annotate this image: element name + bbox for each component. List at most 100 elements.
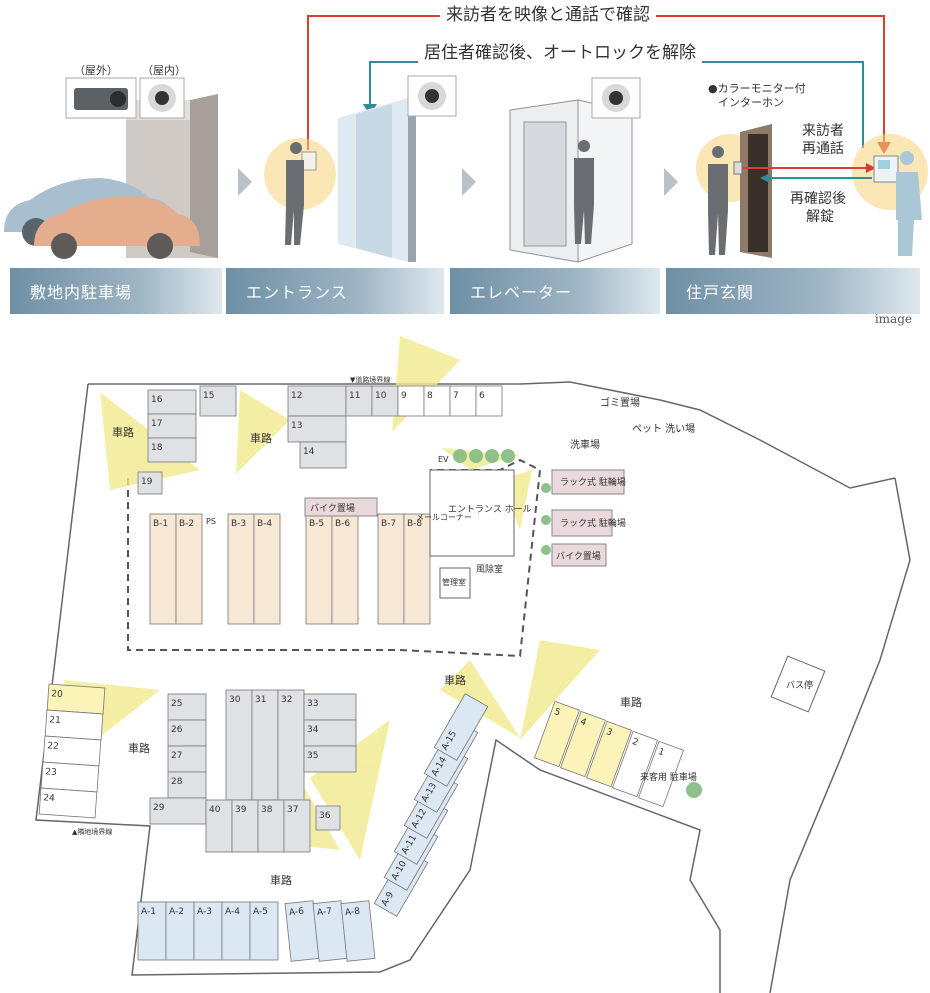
parking-space-5: 5 (534, 700, 580, 768)
camera-outdoor-label: （屋外） (74, 64, 118, 77)
svg-text:B-7: B-7 (381, 519, 396, 529)
parking-space-36: 36 (315, 805, 341, 831)
svg-text:3: 3 (605, 727, 614, 738)
parking-space-B-5: B-5 (305, 513, 333, 625)
parking-space-28: 28 (167, 771, 207, 799)
svg-text:29: 29 (153, 803, 165, 813)
svg-text:36: 36 (319, 811, 331, 821)
parking-space-39: 39 (231, 799, 259, 853)
parking-space-13: 13 (287, 415, 347, 443)
manager-room-box (439, 567, 471, 599)
parking-space-32: 32 (277, 689, 305, 801)
parking-space-12: 12 (287, 385, 347, 417)
svg-text:A-2: A-2 (169, 907, 184, 917)
svg-text:A-3: A-3 (197, 907, 212, 917)
svg-text:39: 39 (235, 805, 247, 815)
parking-space-22: 22 (42, 735, 102, 767)
road-label-4: 車路 (270, 873, 292, 887)
hall-box (429, 469, 515, 557)
parking-space-B-1: B-1 (149, 513, 177, 625)
svg-text:26: 26 (171, 725, 183, 735)
svg-text:12: 12 (291, 391, 302, 401)
svg-text:40: 40 (209, 805, 221, 815)
svg-text:A-4: A-4 (225, 907, 240, 917)
bus-stop-box (770, 655, 826, 713)
visitor-confirm-label: 来訪者を映像と通話で確認 (440, 0, 656, 25)
stage-entrance: エントランス (226, 268, 444, 314)
svg-text:25: 25 (171, 699, 182, 709)
petwash-label: ペット 洗い場 (632, 422, 695, 435)
parking-space-A-7: A-7 (312, 900, 348, 962)
svg-text:B-8: B-8 (407, 519, 422, 529)
parking-space-11: 11 (345, 385, 373, 417)
ps-label: PS (206, 517, 216, 526)
rack-bike-2 (551, 509, 613, 537)
monitor-label-2: インターホン (718, 96, 784, 109)
parking-space-17: 17 (147, 413, 197, 439)
parking-space-7: 7 (449, 385, 477, 417)
site-boundary (35, 381, 911, 993)
reconfirm-label-2: 解錠 (806, 209, 834, 225)
entrance-hall-label: エントランス ホール (448, 504, 532, 515)
svg-text:28: 28 (171, 777, 183, 787)
parking-space-34: 34 (303, 719, 357, 747)
parking-space-23: 23 (40, 761, 100, 793)
parking-space-A-1: A-1 (137, 901, 167, 961)
parking-space-31: 31 (251, 689, 279, 801)
parking-space-A-2: A-2 (165, 901, 195, 961)
rack-bike-2-label: ラック式 駐輪場 (560, 517, 626, 529)
bike-lot-1-label: バイク置場 (310, 502, 355, 514)
parking-space-27: 27 (167, 745, 207, 773)
recall-label-1: 来訪者 (802, 123, 844, 139)
parking-space-9: 9 (397, 385, 425, 417)
svg-text:A-1: A-1 (141, 907, 156, 917)
parking-space-B-4: B-4 (253, 513, 281, 625)
stage-parking: 敷地内駐車場 (10, 268, 222, 314)
svg-text:34: 34 (307, 725, 319, 735)
svg-text:16: 16 (151, 395, 163, 405)
svg-text:21: 21 (49, 715, 61, 726)
svg-text:B-3: B-3 (231, 519, 246, 529)
bus-stop-label: バス停 (786, 679, 813, 691)
svg-text:32: 32 (281, 695, 292, 705)
svg-text:33: 33 (307, 699, 318, 709)
svg-text:A-8: A-8 (345, 907, 361, 919)
road-label-5: 車路 (444, 673, 466, 687)
parking-space-20: 20 (46, 683, 106, 715)
monitor-label-1: ●カラーモニター付 (708, 82, 806, 95)
parking-space-A-5: A-5 (249, 901, 279, 961)
svg-text:6: 6 (479, 391, 485, 401)
carwash-label: 洗車場 (570, 438, 600, 451)
svg-text:7: 7 (453, 391, 459, 401)
parking-space-A-3: A-3 (193, 901, 223, 961)
svg-text:5: 5 (553, 707, 562, 718)
road-label-3: 車路 (128, 741, 150, 755)
svg-text:14: 14 (303, 447, 315, 457)
svg-text:B-5: B-5 (309, 519, 324, 529)
guest-parking-label: 来客用 駐車場 (640, 771, 697, 783)
svg-text:A-5: A-5 (253, 907, 268, 917)
svg-text:15: 15 (203, 391, 214, 401)
parking-space-10: 10 (371, 385, 399, 417)
mail-corner-label: メールコーナー (416, 513, 472, 522)
parking-space-40: 40 (205, 799, 233, 853)
parking-space-15: 15 (199, 385, 237, 417)
svg-text:9: 9 (401, 391, 407, 401)
parking-space-6: 6 (475, 385, 503, 417)
parking-space-26: 26 (167, 719, 207, 747)
svg-text:8: 8 (427, 391, 433, 401)
svg-text:B-1: B-1 (153, 519, 168, 529)
svg-text:B-4: B-4 (257, 519, 272, 529)
svg-text:24: 24 (43, 793, 55, 804)
camera-indoor-label: （屋内） (142, 64, 186, 77)
parking-space-14: 14 (299, 441, 347, 469)
parking-space-B-8: B-8 (403, 513, 431, 625)
flow-illustration (4, 15, 928, 263)
planting (453, 449, 702, 798)
svg-text:10: 10 (375, 391, 387, 401)
road-label-6: 車路 (620, 695, 642, 709)
svg-text:30: 30 (229, 695, 241, 705)
recall-label-2: 再通話 (802, 141, 844, 157)
parking-space-30: 30 (225, 689, 253, 801)
parking-space-16: 16 (147, 389, 197, 415)
